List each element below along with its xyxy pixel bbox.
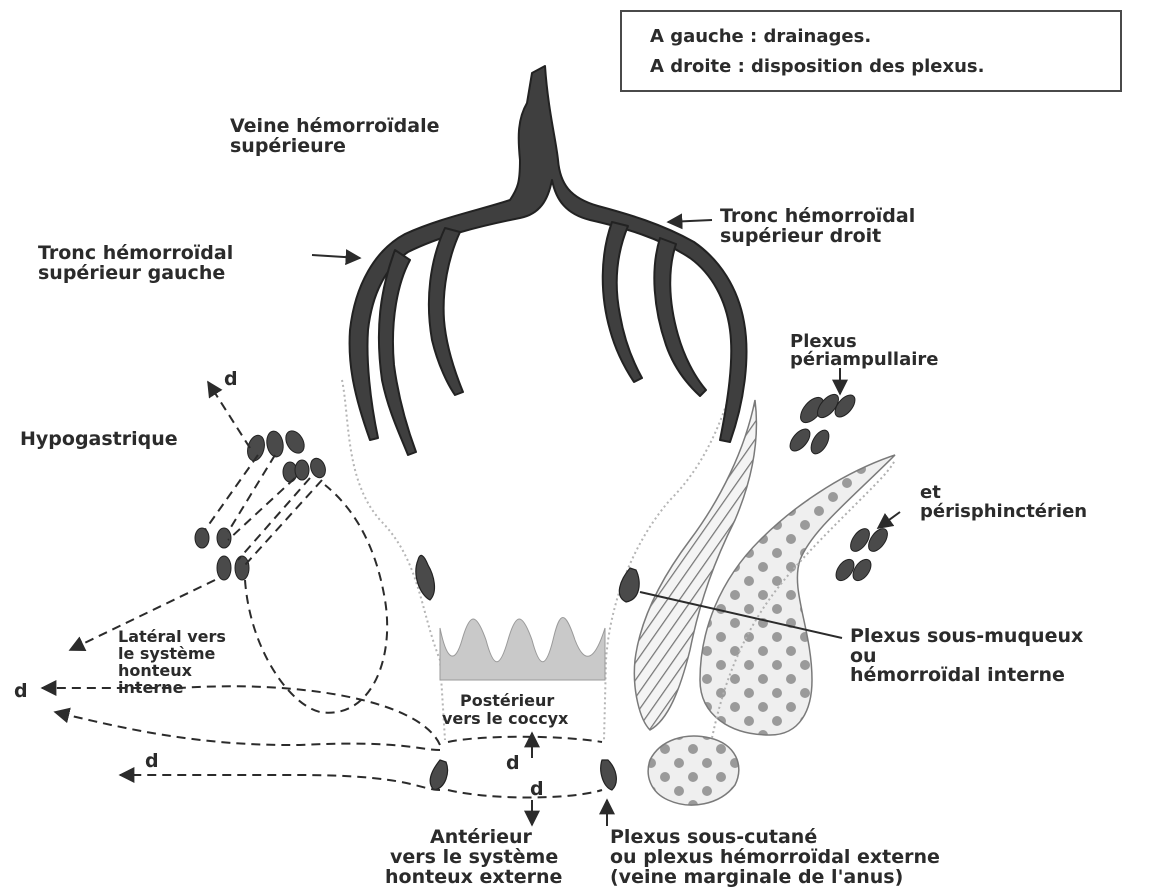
- label-superior-vein-1: Veine hémorroïdale: [230, 115, 439, 137]
- label-posterior-2: vers le coccyx: [442, 710, 568, 727]
- label-right-trunk-2: supérieur droit: [720, 225, 881, 247]
- label-left-trunk-1: Tronc hémorroïdal: [38, 242, 233, 264]
- label-lateral-2: le système: [118, 645, 215, 662]
- label-submucous-1: Plexus sous-muqueux: [850, 625, 1083, 647]
- label-anterior-3: honteux externe: [385, 866, 562, 888]
- legend-box: A gauche : drainages. A droite : disposi…: [620, 10, 1122, 92]
- internal-hemorrhoidal-plexus: [416, 555, 639, 602]
- label-subcutaneous-1: Plexus sous-cutané: [610, 826, 817, 848]
- label-periampullary-2: périampullaire: [790, 350, 938, 370]
- hypogastric-plexus: [195, 428, 328, 580]
- drainage-d-hypogastric: d: [224, 368, 238, 390]
- periampullary-plexus: [786, 391, 858, 457]
- label-anterior-1: Antérieur: [430, 826, 532, 848]
- label-lateral-4: interne: [118, 679, 184, 696]
- legend-line-right: A droite : disposition des plexus.: [650, 56, 984, 77]
- label-perisphincteric-2: périsphinctérien: [920, 502, 1087, 522]
- anal-valves: [440, 618, 605, 681]
- label-perisphincteric-1: et: [920, 483, 941, 503]
- perisphincteric-plexus: [832, 525, 891, 584]
- label-superior-vein-2: supérieure: [230, 135, 346, 157]
- drainage-d-anterior: d: [530, 778, 544, 800]
- label-subcutaneous-2: ou plexus hémorroïdal externe: [610, 846, 940, 868]
- legend-line-left: A gauche : drainages.: [650, 26, 871, 47]
- label-left-trunk-2: supérieur gauche: [38, 262, 225, 284]
- label-posterior-1: Postérieur: [460, 692, 554, 709]
- label-lateral-3: honteux: [118, 662, 192, 679]
- drainage-d-lower: d: [145, 750, 159, 772]
- label-lateral-1: Latéral vers: [118, 628, 226, 645]
- external-sphincter-dotted: [648, 736, 739, 805]
- external-hemorrhoidal-plexus: [430, 760, 616, 790]
- label-anterior-2: vers le système: [390, 846, 558, 868]
- label-hypogastric: Hypogastrique: [20, 428, 178, 450]
- label-subcutaneous-3: (veine marginale de l'anus): [610, 866, 903, 888]
- label-submucous-3: hémorroïdal interne: [850, 664, 1065, 686]
- drainage-d-posterior: d: [506, 752, 520, 774]
- label-right-trunk-1: Tronc hémorroïdal: [720, 205, 915, 227]
- drainage-d-lateral: d: [14, 680, 28, 702]
